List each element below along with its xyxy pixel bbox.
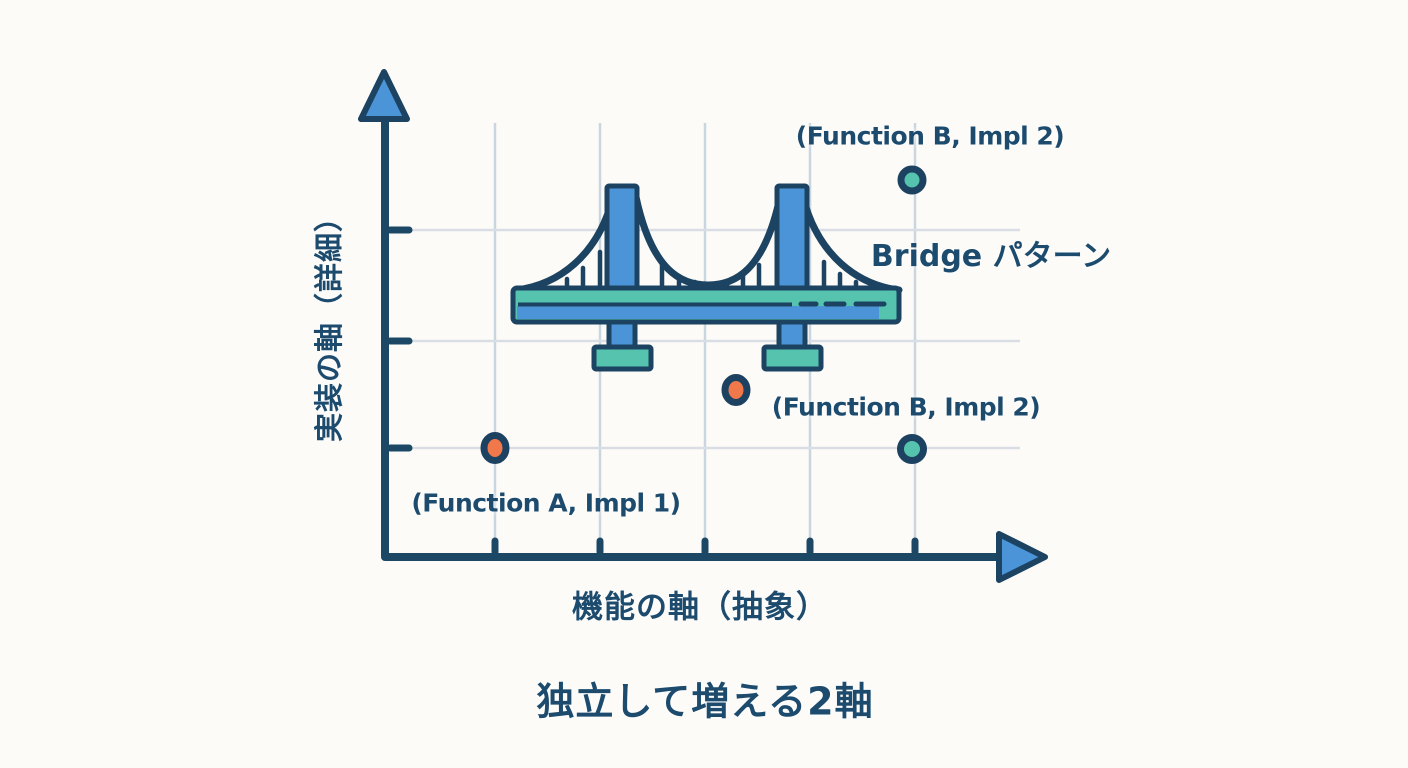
orange-dot-left	[480, 432, 510, 464]
bridge-pier-left	[606, 317, 638, 352]
teal-dot-lower-right	[897, 434, 927, 464]
teal-dot-top-right	[897, 165, 927, 195]
suspension-bridge-icon	[510, 183, 903, 372]
y-axis-label: 実装の軸（詳細）	[312, 201, 346, 443]
y-axis-ticks	[386, 226, 413, 452]
x-axis-ticks	[491, 537, 919, 556]
orange-dot-middle	[721, 374, 751, 406]
grid-lines	[390, 123, 1020, 540]
point-label-function-b-impl2-top: (Function B, Impl 2)	[795, 121, 1065, 151]
x-axis-label: 機能の軸（抽象）	[572, 589, 828, 626]
figure-title: 独立して増える2軸	[536, 679, 874, 724]
bridge-pattern-caption: Bridge パターン	[870, 239, 1112, 274]
bridge-foot-left	[591, 344, 654, 372]
x-axis-arrowhead-icon	[996, 531, 1048, 583]
axes	[358, 69, 1048, 583]
diagram-points	[480, 165, 927, 464]
axis-lines	[381, 108, 1002, 561]
point-label-function-b-impl2-lower: (Function B, Impl 2)	[771, 392, 1041, 422]
point-label-function-a-impl1: (Function A, Impl 1)	[411, 488, 681, 518]
y-axis-arrowhead-icon	[358, 69, 410, 122]
bridge-tower-right	[774, 183, 810, 295]
bridge-deck	[510, 285, 902, 325]
bridge-foot-right	[761, 344, 824, 372]
bridge-tower-left	[604, 183, 640, 295]
